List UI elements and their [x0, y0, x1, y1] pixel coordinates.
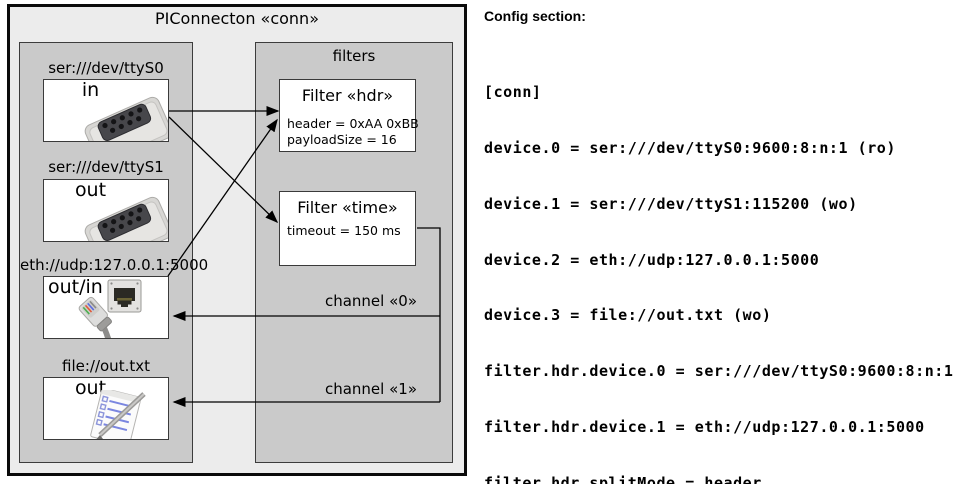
filter-box-time: Filter «time» timeout = 150 ms — [279, 191, 416, 266]
filter-hdr-attr-payload: payloadSize = 16 — [287, 132, 397, 147]
serial-connector-image — [84, 96, 168, 141]
filter-box-hdr: Filter «hdr» header = 0xAA 0xBB payloadS… — [279, 79, 419, 152]
diagram-title: PIConnecton «conn» — [155, 9, 319, 28]
channel-0-label: channel «0» — [324, 292, 417, 310]
config-line: device.2 = eth://udp:127.0.0.1:5000 — [484, 250, 820, 269]
config-line: filter.hdr.device.1 = eth://udp:127.0.0.… — [484, 417, 925, 436]
config-lines: [conn] device.0 = ser:///dev/ttyS0:9600:… — [484, 46, 962, 484]
rj45-jack-icon — [107, 279, 142, 313]
config-line: device.1 = ser:///dev/ttyS1:115200 (wo) — [484, 194, 858, 213]
device-box-eth: out/in — [43, 276, 169, 339]
device-box-ttys0: in — [43, 79, 169, 142]
config-section: Config section: [conn] device.0 = ser://… — [484, 8, 962, 484]
device-url-eth: eth://udp:127.0.0.1:5000 — [20, 256, 209, 274]
config-line: filter.hdr.splitMode = header — [484, 473, 762, 484]
device-url-file: file://out.txt — [62, 357, 150, 375]
device-box-ttys1: out — [43, 179, 169, 242]
rj45-plug — [78, 296, 113, 338]
channel-1-label: channel «1» — [324, 380, 417, 398]
config-line: device.3 = file://out.txt (wo) — [484, 306, 772, 325]
device-mode-label: out — [74, 179, 107, 201]
devices-group: ser:///dev/ttyS0 in ser:///dev/ttyS1 — [19, 42, 209, 463]
config-line: filter.hdr.device.0 = ser:///dev/ttyS0:9… — [484, 362, 954, 381]
serial-connector-image — [84, 196, 168, 241]
device-url-ttys1: ser:///dev/ttyS1 — [48, 158, 164, 176]
device-mode-label: in — [81, 79, 100, 101]
filter-hdr-attr-header: header = 0xAA 0xBB — [287, 116, 419, 131]
device-box-file: out — [43, 377, 169, 440]
ethernet-connector-image — [78, 279, 142, 338]
filter-hdr-title: Filter «hdr» — [301, 86, 394, 105]
filter-time-title: Filter «time» — [297, 198, 398, 217]
config-line: [conn] — [484, 83, 542, 102]
filters-group-title: filters — [332, 47, 376, 65]
filters-group: filters Filter «hdr» header = 0xAA 0xBB … — [255, 42, 453, 463]
filter-time-attr-timeout: timeout = 150 ms — [287, 223, 401, 238]
config-heading: Config section: — [484, 8, 586, 24]
device-url-ttys0: ser:///dev/ttyS0 — [48, 59, 164, 77]
config-line: device.0 = ser:///dev/ttyS0:9600:8:n:1 (… — [484, 138, 896, 157]
document-pen-image — [90, 390, 146, 439]
device-mode-label: out/in — [48, 276, 103, 298]
device-mode-label: out — [74, 377, 107, 399]
